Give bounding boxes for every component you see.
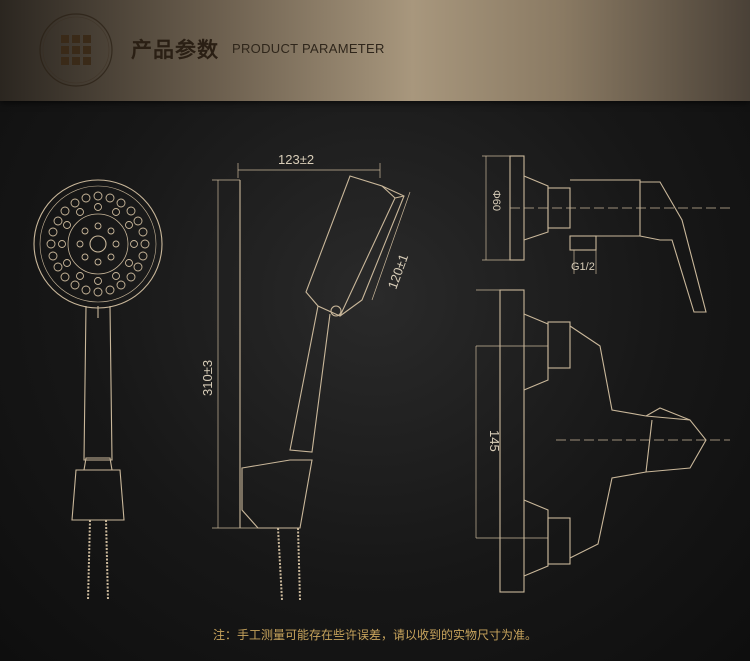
dim-diameter: Φ60 xyxy=(490,190,502,211)
valve-front-view xyxy=(475,289,730,593)
dim-head-face: 120±1 xyxy=(385,252,411,291)
shower-head-side-view xyxy=(212,163,411,601)
dim-total-length: 310±3 xyxy=(200,360,215,396)
grid-icon xyxy=(38,12,114,88)
dim-spacing: 145 xyxy=(487,430,502,452)
page-subtitle: PRODUCT PARAMETER xyxy=(232,41,385,56)
shower-head-front-view xyxy=(33,179,163,601)
page-title: 产品参数 xyxy=(131,38,219,62)
technical-drawing: 123±2 310±3 120±1 Φ60 G1/2 145 xyxy=(0,101,750,621)
dim-head-width: 123±2 xyxy=(278,152,314,167)
dim-thread: G1/2 xyxy=(571,261,595,273)
header-banner: 产品参数 PRODUCT PARAMETER xyxy=(0,0,750,101)
measurement-footnote: 注：手工测量可能存在些许误差，请以收到的实物尺寸为准。 xyxy=(212,628,537,642)
valve-top-view xyxy=(482,155,730,313)
